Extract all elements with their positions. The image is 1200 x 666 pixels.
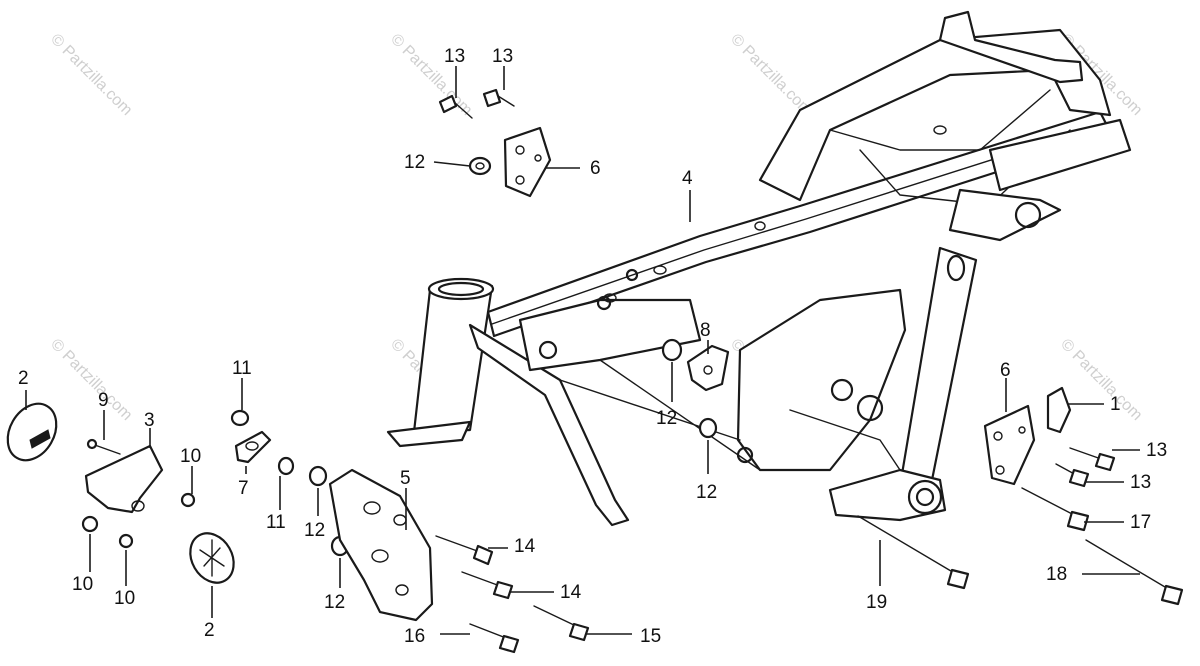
callout-3: 3	[144, 410, 155, 431]
callout-7: 7	[238, 478, 249, 499]
callout-10: 10	[114, 588, 135, 609]
callout-14: 14	[560, 582, 582, 603]
nut-12-left-upper[interactable]	[308, 465, 328, 487]
bolt-13-right-lower[interactable]	[1055, 463, 1090, 488]
watermark: © Partzilla.com	[727, 31, 815, 119]
bracket-8[interactable]	[686, 344, 730, 392]
nut-11-top[interactable]	[230, 409, 250, 427]
callout-12: 12	[696, 482, 717, 503]
main-frame[interactable]	[386, 10, 1132, 527]
callout-2: 2	[18, 368, 29, 389]
callout-6: 6	[590, 158, 601, 179]
callout-6: 6	[1000, 360, 1011, 381]
callout-18: 18	[1046, 564, 1067, 585]
callout-12: 12	[404, 152, 425, 173]
reflector-2-left[interactable]	[0, 395, 66, 469]
nut-12-center-upper[interactable]	[661, 338, 683, 362]
watermark: © Partzilla.com	[47, 336, 135, 424]
bolt-13-right-upper[interactable]	[1069, 447, 1116, 472]
reflector-bracket-3[interactable]	[84, 444, 164, 514]
bolt-16[interactable]	[469, 623, 520, 654]
callout-12: 12	[324, 592, 345, 613]
bolt-13-top-right[interactable]	[482, 88, 515, 108]
screw-9[interactable]	[86, 438, 121, 455]
bolt-14-upper[interactable]	[435, 535, 494, 566]
callout-19: 19	[866, 592, 887, 613]
nut-12-center-lower[interactable]	[698, 417, 718, 439]
bolt-14-lower[interactable]	[461, 571, 514, 600]
leader-lines	[25, 66, 1140, 635]
engine-hanger-5[interactable]	[328, 468, 434, 622]
callout-8: 8	[700, 320, 711, 341]
callout-13: 13	[1130, 472, 1151, 493]
callout-10: 10	[72, 574, 93, 595]
callout-16: 16	[404, 626, 425, 647]
callout-12: 12	[304, 520, 325, 541]
callout-2: 2	[204, 620, 215, 641]
plate-6-right[interactable]	[983, 404, 1036, 486]
callout-15: 15	[640, 626, 661, 647]
nut-10-left[interactable]	[81, 515, 99, 533]
callout-13: 13	[1146, 440, 1167, 461]
plate-6-top[interactable]	[503, 126, 552, 198]
callout-13: 13	[492, 46, 513, 67]
nut-10-right[interactable]	[180, 492, 196, 508]
bolt-13-top-left[interactable]	[438, 94, 473, 119]
clamp-7[interactable]	[234, 430, 272, 464]
callout-13: 13	[444, 46, 465, 67]
watermark: © Partzilla.com	[387, 31, 475, 119]
clip-1[interactable]	[1046, 386, 1072, 434]
reflector-2-bottom[interactable]	[182, 525, 243, 590]
callout-11: 11	[266, 512, 286, 533]
callout-1: 1	[1110, 394, 1121, 415]
callout-labels: 13 13 12 6 4 2 9 3 10 10 10 2 11 7 11 12…	[18, 46, 1167, 647]
nut-11-bottom[interactable]	[277, 456, 295, 476]
bolt-18[interactable]	[1085, 539, 1184, 606]
nut-12-top[interactable]	[468, 156, 492, 176]
callout-12: 12	[656, 408, 677, 429]
callout-10: 10	[180, 446, 201, 467]
callout-9: 9	[98, 390, 109, 411]
watermark: © Partzilla.com	[47, 31, 135, 119]
bolt-17[interactable]	[1021, 487, 1090, 532]
callout-17: 17	[1130, 512, 1151, 533]
callout-11: 11	[232, 358, 252, 379]
callout-5: 5	[400, 468, 411, 489]
nut-10-center[interactable]	[118, 533, 134, 549]
bolt-19[interactable]	[857, 515, 970, 590]
callout-14: 14	[514, 536, 536, 557]
callout-4: 4	[682, 168, 693, 189]
bolt-15[interactable]	[533, 605, 590, 642]
